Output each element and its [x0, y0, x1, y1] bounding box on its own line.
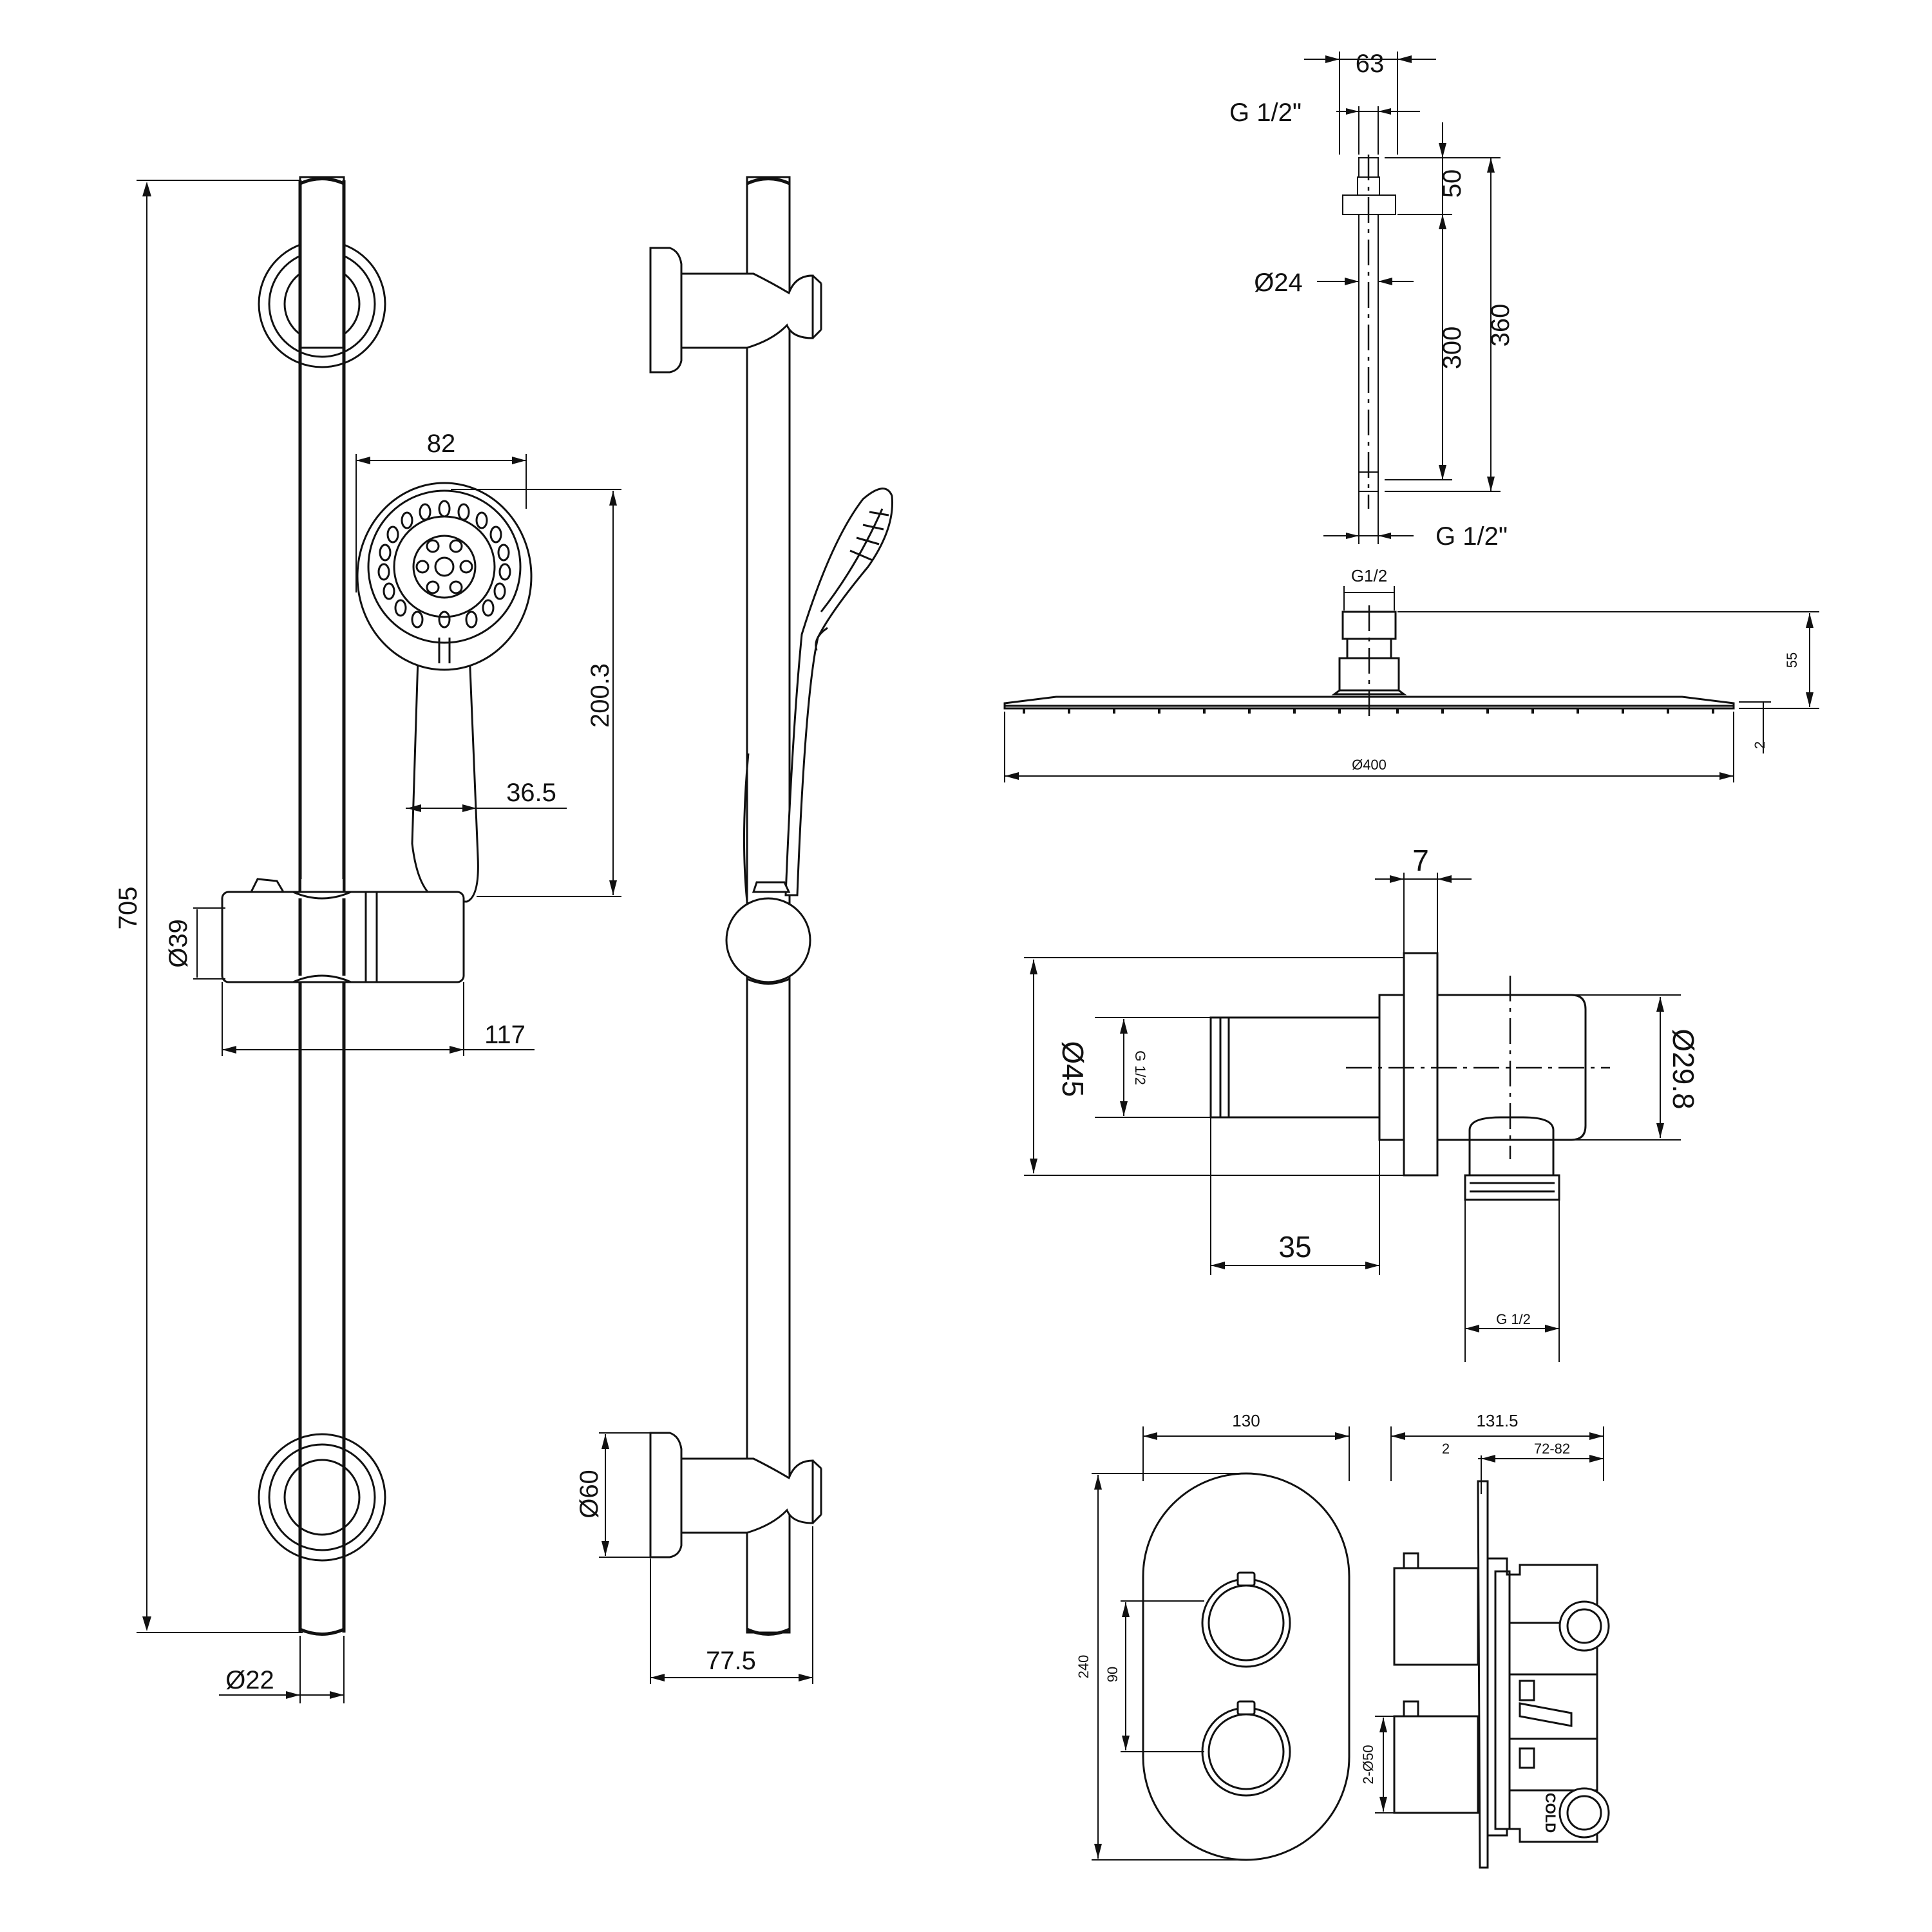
dim-outlet-flange-diameter: Ø45	[1056, 1041, 1090, 1097]
dim-head-diameter: Ø400	[1352, 757, 1387, 773]
valve-front-view: 130 240 90	[1075, 1411, 1350, 1861]
dim-handset-width: 82	[427, 430, 456, 458]
wall-outlet: 7 Ø45 G 1/2 Ø2	[1024, 844, 1700, 1362]
dim-side-bracket-diameter: Ø60	[575, 1470, 603, 1519]
shower-head: G1/2 55 2 Ø4	[1003, 566, 1819, 782]
dim-rail-diameter: Ø22	[225, 1666, 274, 1694]
dim-overall-height: 705	[114, 887, 142, 930]
dim-head-plate-thickness: 2	[1752, 741, 1768, 749]
dim-arm-thread-top: G 1/2"	[1229, 99, 1302, 127]
dim-outlet-body-diameter: Ø29.8	[1667, 1028, 1700, 1109]
rail-side-view: Ø60 77.5	[575, 176, 894, 1684]
dim-arm-thread-length: 50	[1438, 169, 1466, 198]
dim-head-height: 55	[1784, 652, 1800, 668]
dim-valve-depth-total: 131.5	[1476, 1411, 1518, 1430]
dim-outlet-flange-thickness: 7	[1412, 844, 1429, 877]
rail-front-view: 705	[114, 176, 621, 1703]
valve-cold-label: COLD	[1542, 1793, 1558, 1833]
dim-outlet-outlet-thread: G 1/2	[1496, 1311, 1531, 1327]
dim-slider-depth: 117	[484, 1021, 526, 1049]
dim-valve-plate-gap: 2	[1442, 1441, 1450, 1457]
dim-valve-handle-diameter: 2-Ø50	[1360, 1745, 1376, 1784]
ceiling-arm: 63 G 1/2" 50 300 360 Ø	[1229, 50, 1515, 551]
dim-arm-diameter: Ø24	[1254, 269, 1303, 297]
dim-valve-handle-spacing: 90	[1104, 1667, 1121, 1682]
dim-outlet-inlet-thread: G 1/2	[1132, 1050, 1148, 1085]
dim-handle-width: 36.5	[506, 779, 556, 807]
dim-arm-width: 63	[1356, 50, 1385, 78]
handset-front	[356, 482, 533, 903]
dim-arm-thread-bottom: G 1/2"	[1435, 522, 1508, 551]
dim-valve-plate-height: 240	[1075, 1655, 1092, 1679]
dim-head-inlet: G1/2	[1351, 566, 1387, 585]
dim-arm-total-length: 360	[1486, 304, 1515, 347]
dim-valve-plate-width: 130	[1232, 1411, 1260, 1430]
valve-side-view: 131.5 2 72-82 COLD	[1360, 1411, 1610, 1869]
dim-side-projection: 77.5	[706, 1647, 756, 1675]
dim-arm-length: 300	[1438, 327, 1466, 370]
dim-valve-wall-depth: 72-82	[1534, 1441, 1570, 1457]
dim-outlet-inlet-length: 35	[1278, 1230, 1311, 1264]
dim-handset-length: 200.3	[586, 663, 614, 728]
dim-bracket-diameter: Ø39	[164, 919, 193, 968]
